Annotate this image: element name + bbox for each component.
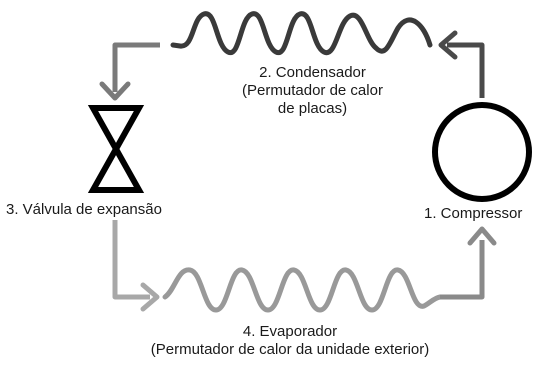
arrowhead-left-down [99, 81, 131, 101]
evaporator-to-compressor-line [440, 240, 485, 300]
arrowhead-bottom-right-up [467, 226, 497, 246]
evaporator-coil [162, 267, 443, 313]
condenser-subtitle-1: (Permutador de calor [242, 82, 383, 99]
condenser-loop [99, 11, 485, 101]
expansion-valve-icon [87, 105, 145, 193]
condenser-to-valve-line [112, 42, 160, 92]
arrowhead-bottom-left [140, 282, 160, 312]
compressor-label: 1. Compressor [424, 205, 523, 222]
condenser-subtitle-2: de placas) [277, 100, 348, 117]
expansion-valve [87, 105, 145, 193]
condenser-title: 2. Condensador [259, 64, 366, 81]
compressor-icon [432, 102, 532, 202]
arrowhead-top-right [438, 30, 458, 60]
evaporator-label: 4. Evaporador (Permutador de calor da un… [110, 323, 470, 359]
evaporator-loop [112, 220, 497, 313]
condenser-coil [170, 11, 433, 55]
condenser-label: 2. Condensador (Permutador de calor de p… [225, 64, 400, 118]
evaporator-title: 4. Evaporador [242, 323, 338, 340]
valve-to-evaporator-line [112, 220, 150, 300]
compressor-to-condenser-line [447, 42, 485, 98]
valve-label: 3. Válvula de expansão [6, 201, 162, 218]
evaporator-subtitle: (Permutador de calor da unidade exterior… [150, 341, 430, 358]
